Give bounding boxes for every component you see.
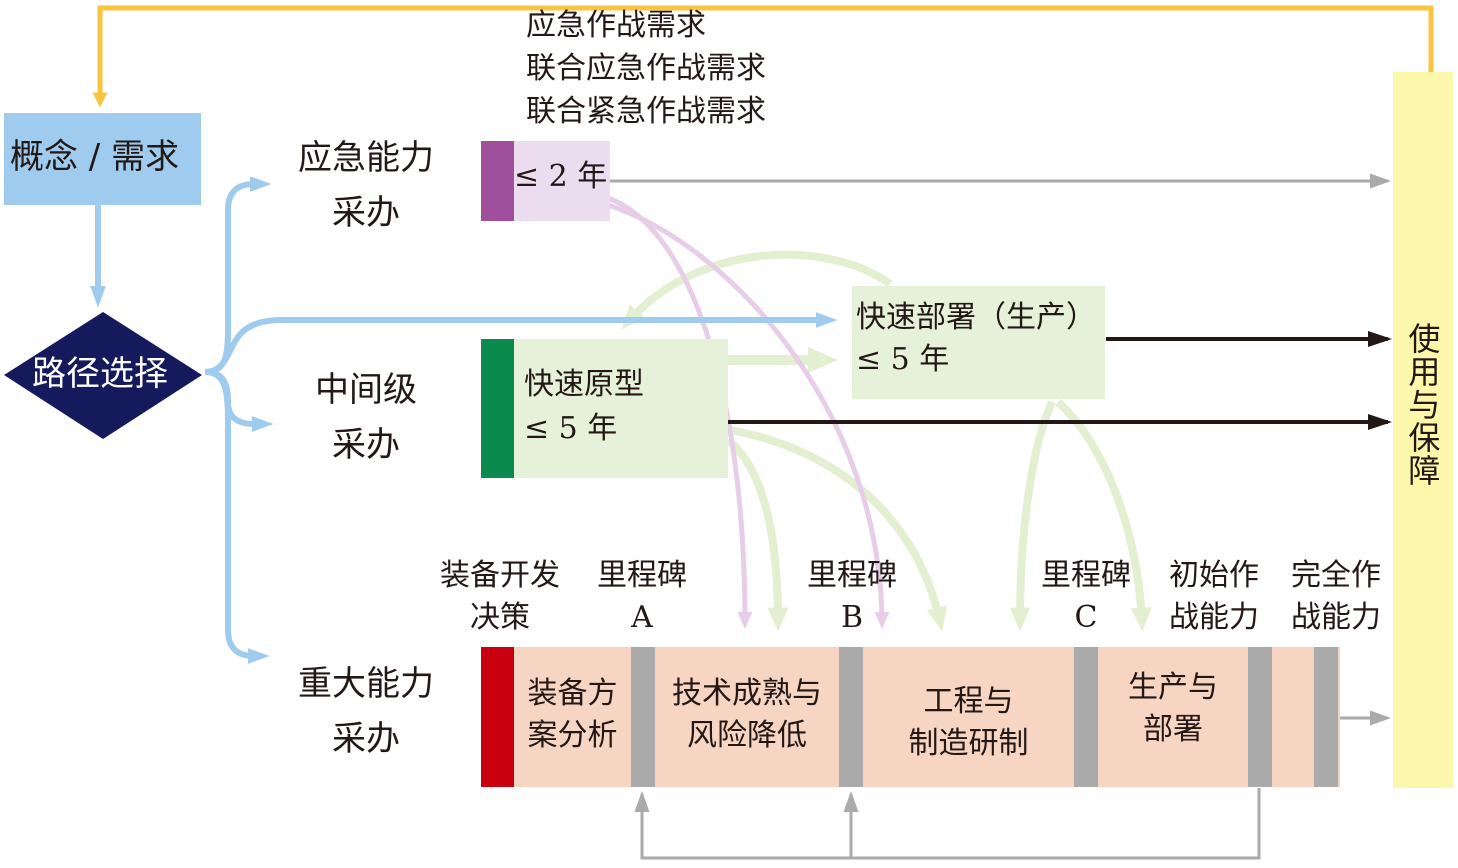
rapid-deploy-duration: ≤ 5 年 [856, 342, 950, 377]
concept-need-label: 概念 / 需求 [10, 137, 180, 177]
branch-to-middle [204, 369, 274, 432]
milestone-label-decision: 装备开发 决策 [440, 558, 560, 635]
proto-to-emd-arrow [729, 426, 948, 632]
milestone-b-marker [839, 647, 863, 787]
urgent-to-milestone-b-arrow [607, 202, 890, 629]
urgent-needs-list: 应急作战需求 联合应急作战需求 联合紧急作战需求 [526, 8, 766, 137]
urgent-duration: ≤ 2 年 [514, 159, 608, 194]
milestone-label-foc: 完全作 战能力 [1291, 558, 1381, 635]
urgent-need-item: 联合紧急作战需求 [526, 94, 766, 129]
branch-to-major [204, 369, 270, 664]
phase-label-emd: 工程与 制造研制 [908, 684, 1029, 761]
branch-to-deploy [204, 312, 838, 375]
milestone-c-marker [1074, 647, 1098, 787]
deploy-to-proto-arrow [621, 250, 893, 330]
proto-to-tmrr-arrow [725, 436, 789, 632]
rapid-proto-title: 快速原型 [524, 367, 644, 402]
rapid-proto-box: 快速原型 ≤ 5 年 [514, 339, 728, 478]
concept-need-box: 概念 / 需求 [4, 113, 201, 205]
diamond-shape [4, 312, 202, 439]
rapid-deploy-title: 快速部署（生产） [856, 300, 1096, 335]
track-label-urgent: 应急能力 采办 [298, 138, 434, 233]
milestone-a-marker [631, 647, 655, 787]
path-selection-diamond: 路径选择 [4, 312, 202, 439]
urgent-need-item: 应急作战需求 [526, 8, 706, 43]
use-support-label: 使用与保障 [1403, 322, 1442, 487]
rapid-deploy-box: 快速部署（生产） ≤ 5 年 [852, 286, 1105, 399]
major-phase-bar [481, 647, 1340, 787]
urgent-box: ≤ 2 年 [514, 141, 610, 221]
phase-label-tmrr: 技术成熟与 风险降低 [672, 676, 822, 753]
track-label-middle: 中间级 采办 [315, 370, 417, 465]
milestone-label-a: 里程碑 A [597, 558, 687, 635]
milestone-label-c: 里程碑 C [1041, 558, 1131, 635]
urgent-need-item: 联合应急作战需求 [526, 51, 766, 86]
track-label-major: 重大能力 采办 [298, 664, 434, 759]
decision-marker [481, 647, 514, 787]
path-selection-label: 路径选择 [32, 354, 168, 394]
foc-marker [1314, 647, 1338, 787]
milestone-label-ioc: 初始作 战能力 [1169, 558, 1259, 635]
phase-label-production: 生产与 部署 [1128, 670, 1218, 747]
urgent-box-marker [481, 141, 514, 221]
rapid-proto-duration: ≤ 5 年 [524, 411, 618, 446]
use-support-bar: 使用与保障 [1393, 72, 1453, 788]
bottom-feedback-loop [634, 788, 1261, 860]
feedback-arrow-yellow [92, 5, 1434, 108]
phase-label-analysis: 装备方 案分析 [527, 676, 618, 753]
milestone-label-b: 里程碑 B [807, 558, 897, 635]
rapid-proto-marker [481, 339, 514, 478]
ioc-marker [1248, 647, 1272, 787]
